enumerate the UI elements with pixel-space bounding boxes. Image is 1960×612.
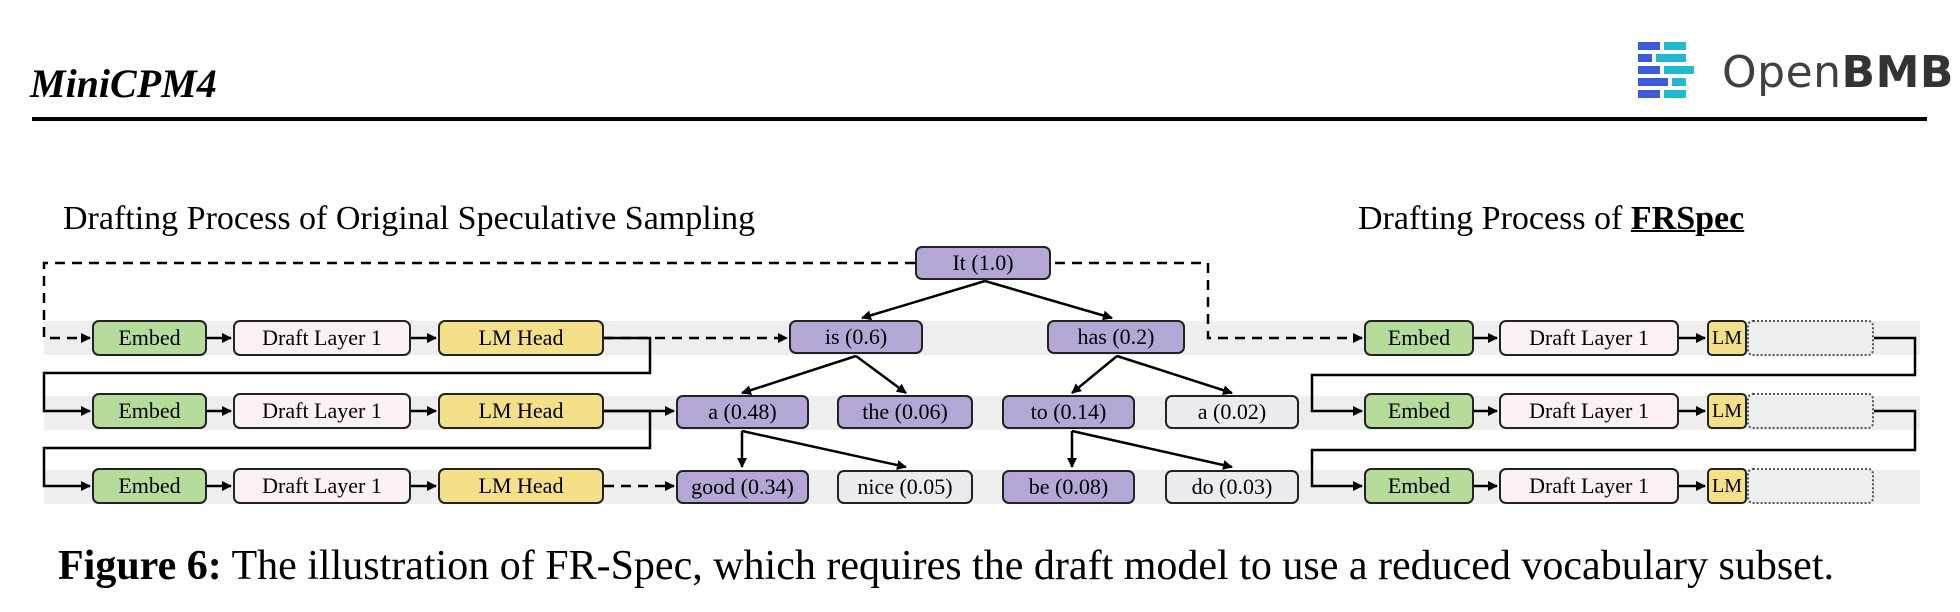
openbmb-logo-icon <box>1638 42 1694 98</box>
logo-text: OpenBMB <box>1722 47 1954 98</box>
right-lm-head-3: LM <box>1707 468 1747 504</box>
left-embed-1: Embed <box>92 320 207 356</box>
logo-text-bold: BMB <box>1841 46 1954 98</box>
left-lm-head-2: LM Head <box>438 393 604 429</box>
tree-node-is: is (0.6) <box>789 320 923 354</box>
tree-node-root: It (1.0) <box>915 246 1051 280</box>
running-title: MiniCPM4 <box>30 61 217 106</box>
tree-node-nice: nice (0.05) <box>837 470 973 504</box>
right-lm-head-1-removed-vocab <box>1747 320 1874 356</box>
tree-node-the: the (0.06) <box>837 395 973 429</box>
right-draft-layer-2: Draft Layer 1 <box>1499 393 1679 429</box>
root-to-right-dashed-arrow <box>1055 261 1363 343</box>
left-draft-layer-2: Draft Layer 1 <box>233 393 411 429</box>
right-lm-head-1: LM <box>1707 320 1747 356</box>
right-lm-head-2: LM <box>1707 393 1747 429</box>
figure-caption: Figure 6: The illustration of FR-Spec, w… <box>58 542 1834 590</box>
tree-node-be: be (0.08) <box>1002 470 1135 504</box>
right-embed-2: Embed <box>1364 393 1474 429</box>
left-lm-head-3: LM Head <box>438 468 604 504</box>
left-lm-head-1: LM Head <box>438 320 604 356</box>
right-lm-head-2-removed-vocab <box>1747 393 1874 429</box>
tree-node-has: has (0.2) <box>1047 320 1185 354</box>
right-draft-layer-1: Draft Layer 1 <box>1499 320 1679 356</box>
left-embed-3: Embed <box>92 468 207 504</box>
right-panel-title-prefix: Drafting Process of <box>1358 200 1631 237</box>
right-embed-3: Embed <box>1364 468 1474 504</box>
left-draft-layer-1: Draft Layer 1 <box>233 320 411 356</box>
logo-text-regular: Open <box>1722 46 1842 98</box>
right-draft-layer-3: Draft Layer 1 <box>1499 468 1679 504</box>
figure-caption-text: The illustration of FR-Spec, which requi… <box>221 543 1834 589</box>
right-lm-head-3-removed-vocab <box>1747 468 1874 504</box>
tree-node-to: to (0.14) <box>1002 395 1135 429</box>
root-to-left-dashed-arrow <box>42 261 915 343</box>
left-panel-title: Drafting Process of Original Speculative… <box>63 200 756 237</box>
tree-node-a-002: a (0.02) <box>1165 395 1299 429</box>
right-panel-title-bold: FRSpec <box>1630 200 1745 237</box>
tree-node-good: good (0.34) <box>676 470 809 504</box>
left-embed-2: Embed <box>92 393 207 429</box>
left-draft-layer-3: Draft Layer 1 <box>233 468 411 504</box>
right-embed-1: Embed <box>1364 320 1474 356</box>
tree-node-a-048: a (0.48) <box>676 395 809 429</box>
figure-caption-label: Figure 6: <box>58 543 222 589</box>
tree-node-do: do (0.03) <box>1165 470 1299 504</box>
header-rule <box>32 117 1927 121</box>
right-panel-title: Drafting Process of FRSpec <box>1358 200 1744 238</box>
openbmb-logo: OpenBMB <box>1636 40 1954 104</box>
